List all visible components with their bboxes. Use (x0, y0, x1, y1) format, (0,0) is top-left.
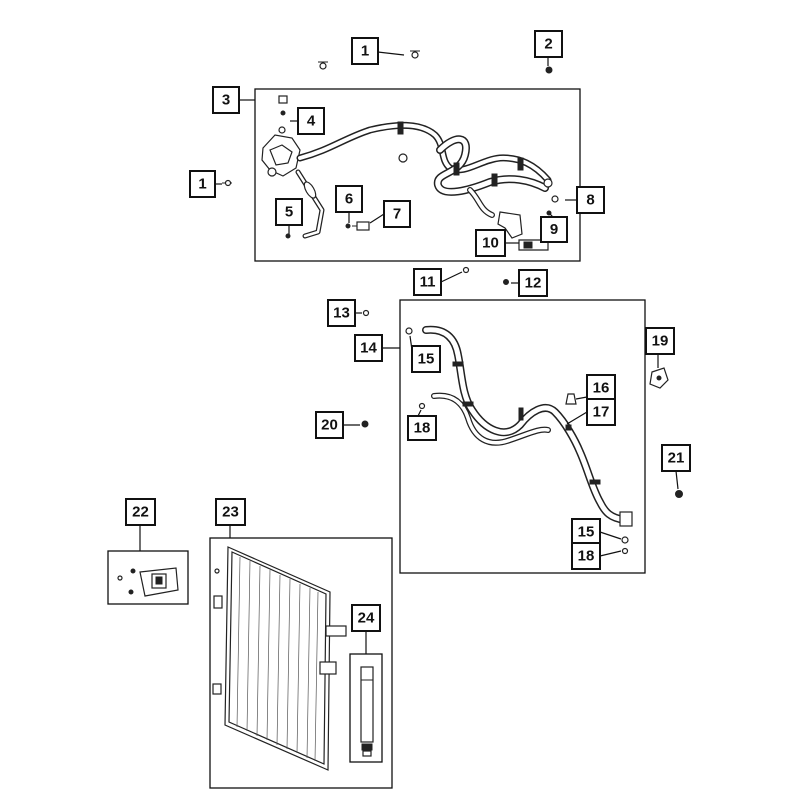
callout-13: 13 (327, 299, 356, 327)
callout-24: 24 (351, 604, 381, 632)
callout-23-label: 23 (222, 504, 239, 521)
callout-20-label: 20 (321, 417, 338, 434)
o-ring-part-12 (503, 279, 509, 285)
frame-liquid-line-assembly (399, 299, 646, 574)
callout-22-label: 22 (132, 504, 149, 521)
callout-18-upper: 18 (407, 415, 437, 441)
callout-15-upper-label: 15 (418, 351, 435, 368)
compressor-manifold (261, 95, 301, 177)
callout-4: 4 (297, 107, 325, 135)
bolt-part-1-top (318, 61, 328, 70)
callout-10-label: 10 (482, 235, 499, 252)
callout-1-left: 1 (189, 170, 216, 198)
callout-21-label: 21 (668, 450, 685, 467)
callout-22: 22 (125, 498, 156, 526)
bolt-part-1-left (222, 179, 232, 187)
callout-15-upper: 15 (411, 345, 441, 373)
receiver-drier-part-24 (349, 653, 383, 763)
hose-bands (397, 121, 553, 188)
callout-6-label: 6 (345, 191, 353, 208)
callout-1-top: 1 (351, 37, 379, 65)
callout-2-label: 2 (544, 36, 552, 53)
callout-5: 5 (275, 198, 303, 226)
o-ring-part-11 (462, 266, 470, 274)
callout-13-label: 13 (333, 305, 350, 322)
callout-7: 7 (383, 200, 411, 228)
clip-part-19 (649, 367, 669, 389)
discharge-hose-upper (296, 121, 552, 184)
callout-18-lower-label: 18 (578, 548, 595, 565)
callout-18-upper-label: 18 (414, 420, 431, 437)
callout-23: 23 (215, 498, 246, 526)
callout-6: 6 (335, 185, 363, 213)
callout-1-top-label: 1 (361, 43, 369, 60)
nut-part-21 (675, 490, 683, 498)
nut-part-20 (361, 420, 369, 428)
liquid-line-small-parts (405, 327, 629, 555)
callout-17: 17 (586, 398, 616, 426)
callout-10: 10 (475, 229, 506, 257)
callout-17-label: 17 (593, 404, 610, 421)
callout-19: 19 (645, 327, 675, 355)
bolt-part-1-top-right (410, 50, 420, 59)
frame-condenser (209, 537, 393, 789)
callout-5-label: 5 (285, 204, 293, 221)
condenser-fittings (212, 568, 347, 695)
nut-part-2 (545, 66, 553, 74)
callout-9-label: 9 (550, 221, 558, 238)
callout-9: 9 (540, 216, 568, 243)
callout-12-label: 12 (525, 275, 542, 292)
frame-suction-discharge-assembly (254, 88, 581, 262)
valve-core-part-7 (352, 221, 370, 231)
callout-7-label: 7 (393, 206, 401, 223)
callout-14: 14 (354, 334, 383, 362)
suction-hose-loop (433, 135, 549, 218)
leader-lines (139, 51, 679, 654)
liquid-tube-with-line (295, 169, 325, 239)
callout-19-label: 19 (652, 333, 669, 350)
liquid-line-lower-hose (431, 392, 551, 446)
callout-21: 21 (661, 444, 691, 472)
callout-20: 20 (315, 411, 344, 439)
mounting-bracket-assembly (497, 211, 549, 251)
callout-16: 16 (586, 374, 616, 402)
callout-3: 3 (212, 86, 240, 114)
callout-8: 8 (576, 186, 605, 214)
bracket-part-22 (117, 567, 179, 597)
callout-4-label: 4 (307, 113, 316, 130)
callout-1-left-label: 1 (198, 176, 206, 193)
liquid-line-bands (452, 361, 633, 527)
callout-2: 2 (534, 30, 563, 58)
callout-12: 12 (518, 269, 548, 297)
small-parts-assembly-3 (285, 195, 559, 239)
callout-11-label: 11 (420, 274, 436, 291)
condenser-core (224, 546, 331, 771)
callout-8-label: 8 (586, 192, 594, 209)
callout-14-label: 14 (360, 340, 377, 357)
callout-15-lower: 15 (571, 518, 601, 546)
callout-3-label: 3 (222, 92, 230, 109)
callout-16-label: 16 (593, 380, 610, 397)
callout-11: 11 (413, 268, 442, 296)
callout-15-lower-label: 15 (578, 524, 595, 541)
callout-18-lower: 18 (571, 542, 601, 570)
nut-part-13 (362, 309, 370, 317)
callout-24-label: 24 (358, 610, 375, 627)
liquid-line-hose (422, 325, 629, 524)
frame-bracket (107, 550, 189, 605)
